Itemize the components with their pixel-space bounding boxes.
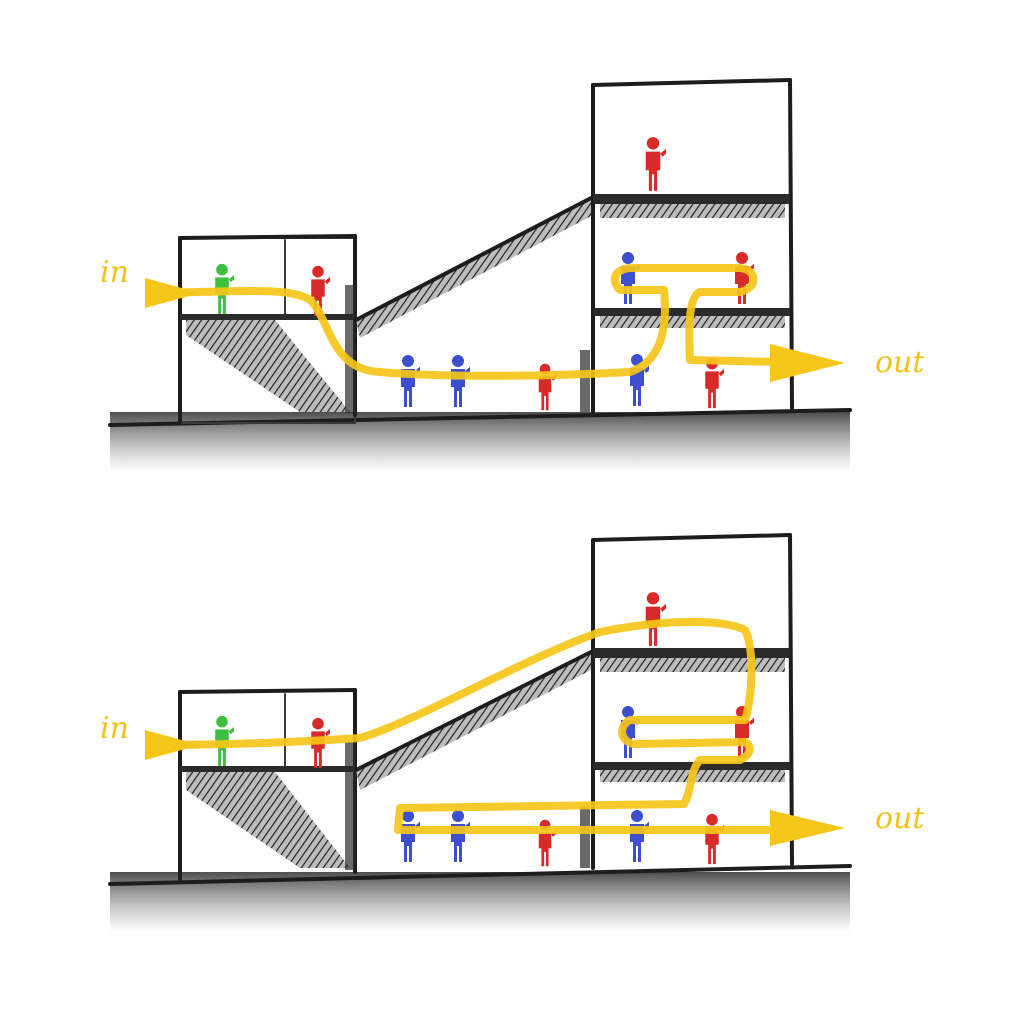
- exit-label: out: [875, 345, 925, 380]
- exit-label: out: [875, 801, 925, 836]
- circulation-path-bottom: [145, 617, 845, 846]
- bottom-section: in out: [100, 533, 925, 932]
- arrow-right-icon: [770, 344, 845, 382]
- right-building: [580, 533, 794, 870]
- left-building: [178, 234, 357, 424]
- person-icon: [705, 813, 724, 865]
- person-icon: [538, 363, 556, 411]
- left-building: [178, 688, 357, 882]
- ramp: [356, 650, 595, 790]
- person-icon: [621, 252, 640, 304]
- ground-line: [108, 864, 852, 886]
- person-icon: [451, 810, 470, 862]
- person-icon: [705, 357, 724, 409]
- top-section: in out: [100, 78, 925, 472]
- arrow-right-icon: [770, 810, 845, 846]
- arrow-right-icon: [145, 278, 200, 308]
- person-icon: [630, 810, 649, 862]
- ramp: [356, 196, 595, 338]
- entry-label: in: [100, 255, 129, 290]
- arrow-right-icon: [145, 730, 200, 760]
- entry-label: in: [100, 711, 129, 746]
- person-icon: [645, 137, 666, 191]
- person-icon: [401, 810, 420, 862]
- circulation-path-top: [145, 264, 845, 382]
- person-icon: [451, 355, 470, 407]
- person-icon: [401, 355, 420, 407]
